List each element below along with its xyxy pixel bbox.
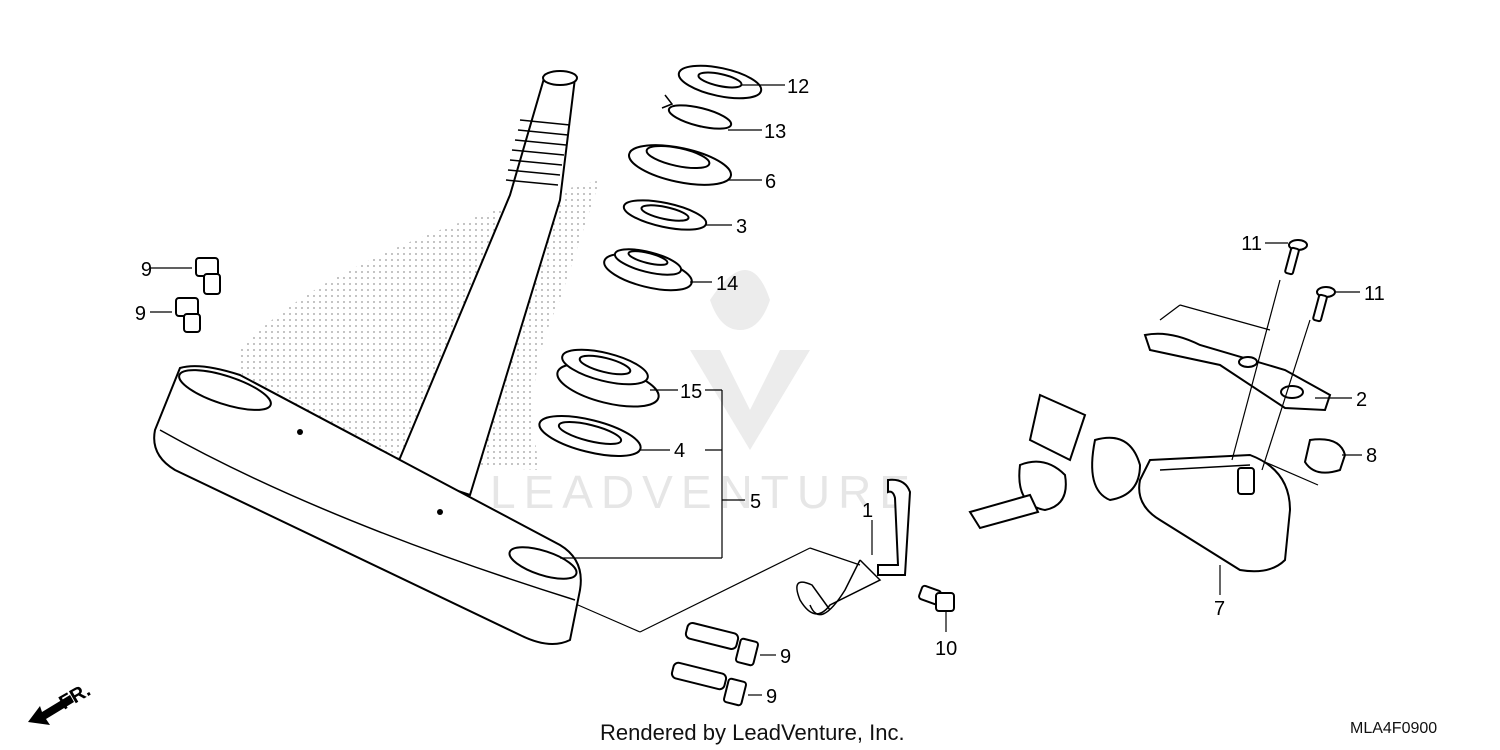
callout-9-lower: 9: [135, 303, 146, 325]
bolt-9-lower: [175, 297, 201, 333]
front-arrow-icon: [28, 695, 74, 725]
screw-11-lower: [1312, 286, 1336, 323]
callout-11-lower: 11: [1364, 283, 1385, 305]
callout-11-upper: 11: [1241, 233, 1262, 255]
callout-12: 12: [787, 76, 809, 98]
callout-15: 15: [680, 381, 702, 403]
switch-bracket: [1143, 332, 1332, 412]
callout-6: 6: [765, 171, 776, 193]
bolt-9-bottom-1: [684, 622, 759, 667]
callout-10: 10: [935, 638, 957, 660]
callout-8: 8: [1366, 445, 1377, 467]
watermark-text: LEADVENTURE: [490, 466, 918, 518]
callout-14: 14: [716, 273, 738, 295]
bolt-10: [918, 584, 955, 612]
callout-9-upper: 9: [141, 259, 152, 281]
ignition-switch: [968, 393, 1347, 573]
diagram-code: MLA4F0900: [1350, 720, 1437, 737]
callout-3: 3: [736, 216, 747, 238]
screw-11-upper: [1284, 239, 1308, 276]
leader-lines: [150, 84, 1362, 696]
front-direction-indicator: FR.: [28, 679, 94, 725]
callout-4: 4: [674, 440, 685, 462]
bolt-9-bottom-2: [670, 661, 747, 707]
callout-labels: 1 2 3 4 5 6 7 8 9 9 9 9 10 11 11 12 13 1…: [135, 76, 1385, 708]
callout-2: 2: [1356, 389, 1367, 411]
wire-clamp: [796, 478, 912, 616]
callout-9-bottom-1: 9: [780, 646, 791, 668]
bearing-stack: [538, 64, 763, 457]
watermark: LEADVENTURE: [490, 270, 918, 518]
callout-5: 5: [750, 491, 761, 513]
steering-stem: [393, 70, 578, 497]
callout-7: 7: [1214, 598, 1225, 620]
bottom-bridge: [153, 365, 582, 645]
bolt-9-upper: [195, 257, 221, 295]
footer-credit: Rendered by LeadVenture, Inc.: [600, 720, 905, 745]
callout-1: 1: [862, 500, 873, 522]
callout-13: 13: [764, 121, 786, 143]
callout-9-bottom-2: 9: [766, 686, 777, 708]
